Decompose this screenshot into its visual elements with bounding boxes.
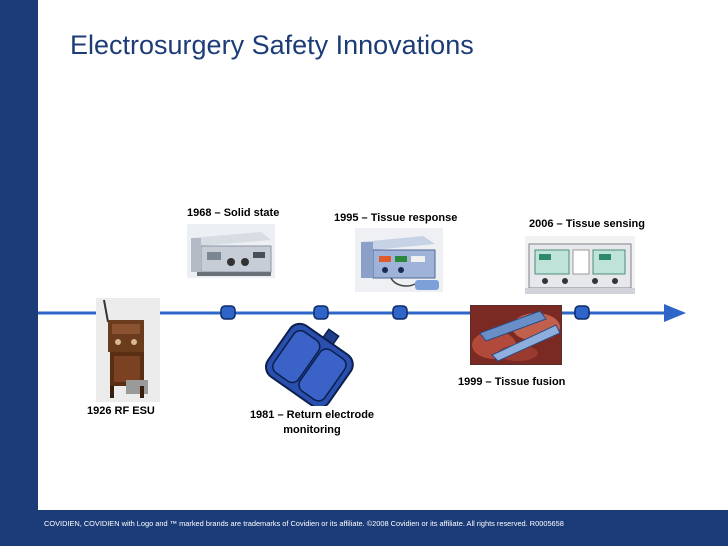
milestone-1999-label: 1999 – Tissue fusion xyxy=(458,376,566,388)
tissue-sensing-2006-image xyxy=(525,236,635,294)
timeline-node-2006 xyxy=(574,305,590,320)
timeline-arrowhead xyxy=(664,304,686,322)
timeline-node-1968 xyxy=(220,305,236,320)
tissue-response-1995-image xyxy=(355,228,443,292)
solid-state-1968-image xyxy=(187,224,275,278)
rf-esu-1926-image xyxy=(96,298,160,402)
timeline-node-1981 xyxy=(313,305,329,320)
milestone-1968-label: 1968 – Solid state xyxy=(187,207,280,219)
footer-legal-text: COVIDIEN, COVIDIEN with Logo and ™ marke… xyxy=(44,519,564,528)
slide-title: Electrosurgery Safety Innovations xyxy=(70,30,474,60)
tissue-fusion-1999-image xyxy=(470,305,562,365)
left-accent-bar xyxy=(0,0,38,546)
milestone-1981-label: 1981 – Return electrode monitoring xyxy=(249,409,375,436)
milestone-2006-label: 2006 – Tissue sensing xyxy=(529,218,645,230)
milestone-1926-label: 1926 RF ESU xyxy=(87,405,155,417)
footer-bar xyxy=(0,510,728,546)
return-electrode-1981-image xyxy=(265,322,354,406)
timeline-node-1995 xyxy=(392,305,408,320)
milestone-1995-label: 1995 – Tissue response xyxy=(334,212,458,224)
